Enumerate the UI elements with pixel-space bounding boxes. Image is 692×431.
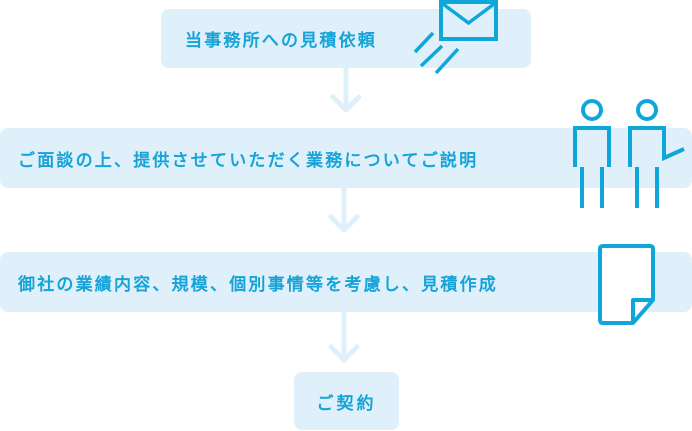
arrow-step1-to-step2 (330, 66, 362, 113)
step-label: ご面談の上、提供させていただく業務についてご説明 (18, 150, 479, 171)
document-icon (598, 244, 655, 325)
envelope-icon (413, 0, 498, 75)
flow-step-create-estimate: 御社の業績内容、規模、個別事情等を考慮し、見積作成 (0, 252, 692, 312)
step-label: 御社の業績内容、規模、個別事情等を考慮し、見積作成 (18, 274, 498, 295)
flow-step-contract: ご契約 (294, 372, 399, 430)
step-label: 当事務所への見積依頼 (185, 31, 377, 51)
people-icon (573, 99, 685, 208)
arrow-step3-to-step4 (328, 310, 360, 363)
arrow-step2-to-step3 (328, 186, 360, 233)
step-label: ご契約 (316, 393, 377, 414)
